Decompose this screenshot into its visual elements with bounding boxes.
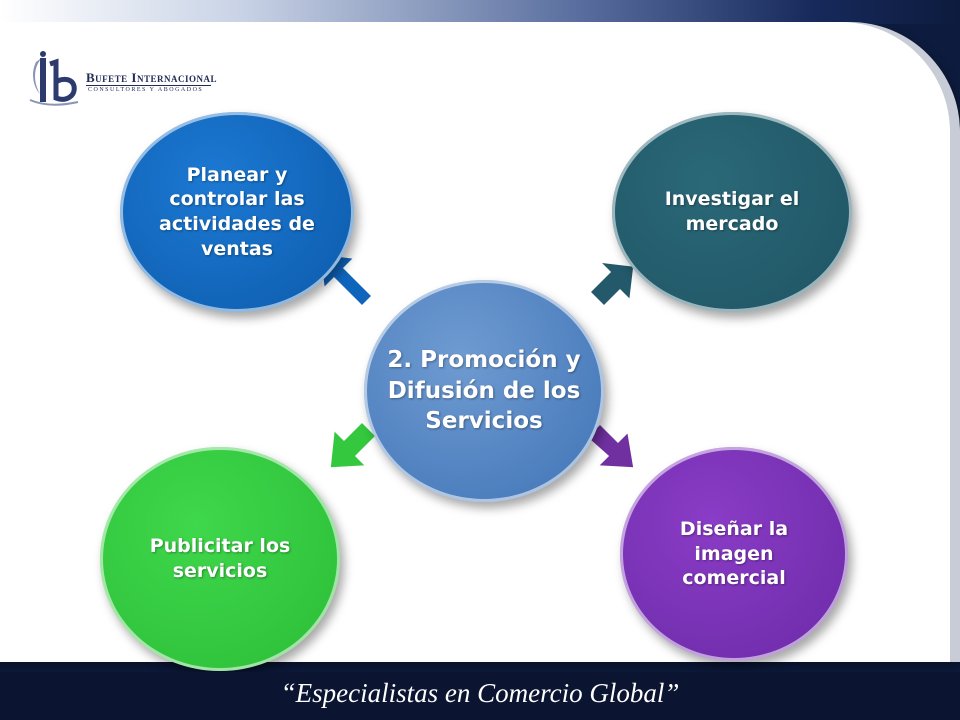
- logo-mark-icon: [29, 51, 79, 106]
- arrow-bottom-left: [329, 420, 378, 469]
- slide-area: Bufete Internacional CONSULTORES Y ABOGA…: [0, 22, 960, 672]
- node-planear: Planear y controlar las actividades de v…: [120, 112, 354, 312]
- node-publicitar: Publicitar los servicios: [100, 447, 340, 671]
- arrow-top-right: [588, 261, 635, 308]
- logo-name: Bufete Internacional: [86, 70, 217, 85]
- node-investigar-label: Investigar el mercado: [664, 188, 800, 235]
- node-disenar-label: Diseñar la imagen comercial: [679, 517, 789, 590]
- logo-divider: [86, 85, 211, 86]
- company-logo: Bufete Internacional CONSULTORES Y ABOGA…: [26, 50, 217, 110]
- footer-band: [0, 672, 960, 720]
- node-publicitar-label: Publicitar los servicios: [149, 535, 291, 582]
- arrow-bottom-right: [584, 422, 635, 469]
- node-center-label: 2. Promoción y Difusión de los Servicios: [387, 347, 581, 435]
- node-investigar: Investigar el mercado: [612, 112, 852, 312]
- node-center: 2. Promoción y Difusión de los Servicios: [364, 280, 604, 502]
- node-disenar: Diseñar la imagen comercial: [620, 447, 848, 661]
- footer-slogan: “Especialistas en Comercio Global”: [280, 678, 680, 708]
- logo-tagline: CONSULTORES Y ABOGADOS: [88, 87, 204, 93]
- top-gradient-band: [0, 0, 960, 24]
- node-planear-label: Planear y controlar las actividades de v…: [159, 163, 315, 260]
